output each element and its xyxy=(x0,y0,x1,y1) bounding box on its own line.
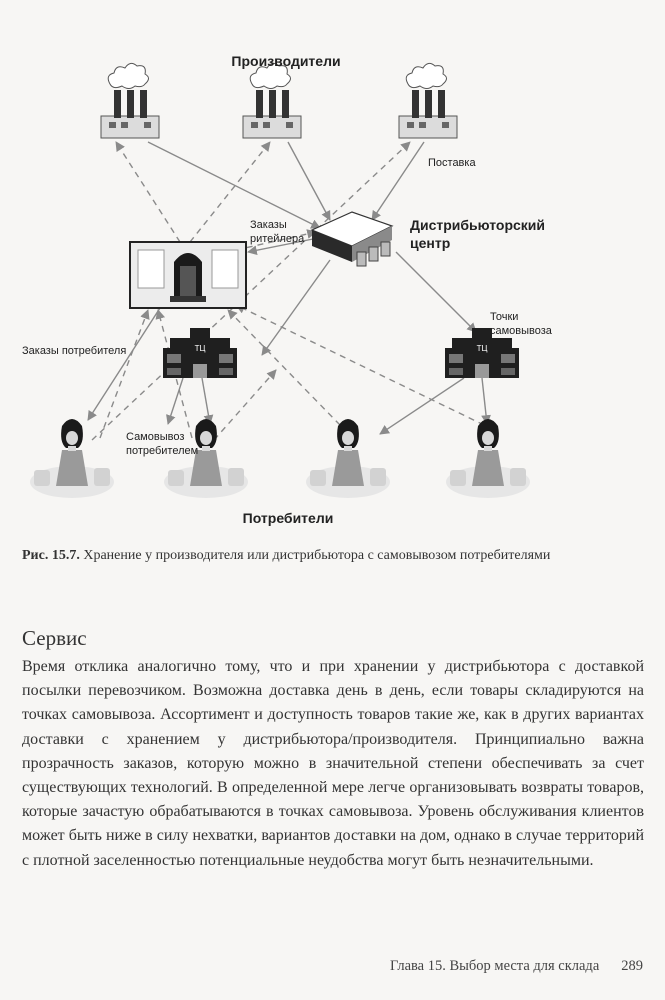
consumers-label: Потребители xyxy=(243,510,334,526)
distribution-center-label: центр xyxy=(410,235,450,251)
figure-number: Рис. 15.7. xyxy=(22,548,80,563)
mall-sign: ТЦ xyxy=(477,344,488,353)
figure-caption: Рис. 15.7. Хранение у производителя или … xyxy=(22,546,642,565)
factory-icon xyxy=(398,62,458,139)
factory-icon xyxy=(100,62,160,139)
body-paragraph: Время отклика аналогично тому, что и при… xyxy=(22,658,644,869)
consumer-icon xyxy=(446,419,530,498)
factory-icon xyxy=(242,62,302,139)
pickup-points-label: Точки xyxy=(490,311,518,323)
chapter-title: Глава 15. Выбор места для склада xyxy=(390,958,600,974)
consumer-icon xyxy=(306,419,390,498)
section-title: Сервис xyxy=(22,626,87,650)
arrows-solid xyxy=(87,141,491,435)
figure-caption-text: Хранение у производителя или дистрибьюто… xyxy=(83,548,551,563)
mall-icon xyxy=(163,328,237,378)
delivery-label: Поставка xyxy=(428,157,476,169)
retailer-orders-label: Заказы xyxy=(250,219,287,231)
warehouse-icon xyxy=(310,211,394,267)
distribution-center-label: Дистрибьюторский xyxy=(410,217,545,233)
pickup-points-label: самовывоза xyxy=(490,325,553,337)
retailer-orders-label: ритейлера xyxy=(250,233,305,245)
supply-chain-diagram: ТЦ ТЦ Производители Поставка Дистрибьюто… xyxy=(22,53,553,526)
consumer-pickup-label: Самовывоз xyxy=(126,431,184,443)
page-number: 289 xyxy=(621,958,643,974)
page-footer: Глава 15. Выбор места для склада 289 xyxy=(0,958,643,975)
producers-label: Производители xyxy=(231,53,340,69)
mall-sign: ТЦ xyxy=(195,344,206,353)
store-icon xyxy=(129,241,247,309)
consumer-pickup-label: потребителем xyxy=(126,445,198,457)
consumer-orders-label: Заказы потребителя xyxy=(22,345,126,357)
